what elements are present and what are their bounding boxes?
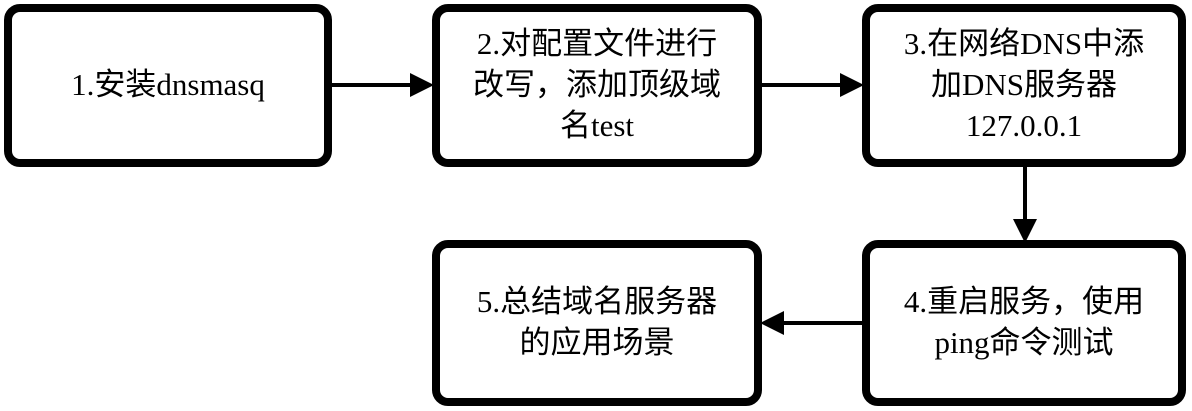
arrow-node4-to-node5 <box>760 311 866 335</box>
flow-node-3[interactable]: 3.在网络DNS中添 加DNS服务器 127.0.0.1 <box>862 4 1186 167</box>
flow-node-4-label: 4.重启服务，使用 ping命令测试 <box>903 284 1145 360</box>
arrow-node1-to-node2 <box>330 73 434 97</box>
arrow-node2-to-node3 <box>760 73 864 97</box>
flow-node-1[interactable]: 1.安装dnsmasq <box>4 4 332 167</box>
flow-node-2-label: 2.对配置文件进行 改写，添加顶级域 名test <box>473 26 721 143</box>
flow-node-4[interactable]: 4.重启服务，使用 ping命令测试 <box>862 240 1186 406</box>
arrow-node3-to-node4 <box>1013 163 1037 243</box>
flow-node-5[interactable]: 5.总结域名服务器 的应用场景 <box>432 240 762 406</box>
flow-node-5-label: 5.总结域名服务器 的应用场景 <box>476 284 718 360</box>
flow-node-2[interactable]: 2.对配置文件进行 改写，添加顶级域 名test <box>432 4 762 167</box>
flow-node-3-label: 3.在网络DNS中添 加DNS服务器 127.0.0.1 <box>903 26 1145 143</box>
flow-node-1-label: 1.安装dnsmasq <box>71 67 265 103</box>
